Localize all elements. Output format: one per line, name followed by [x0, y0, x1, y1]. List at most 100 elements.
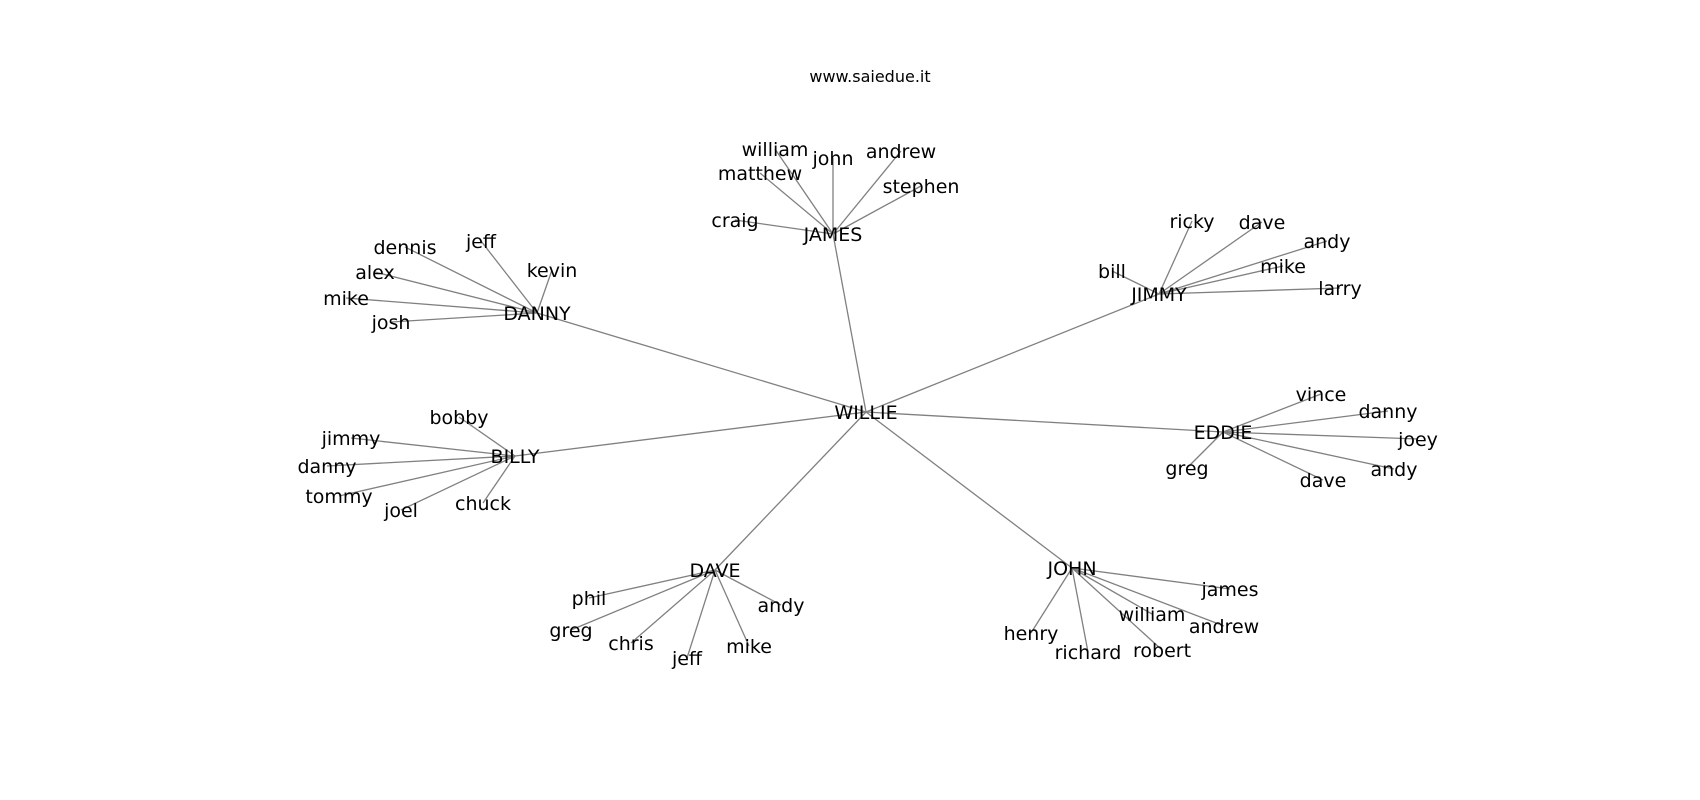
leaf-node-label-greg: greg [549, 620, 592, 642]
leaf-node-label-chuck: chuck [455, 493, 511, 515]
edge-root-dave [714, 411, 867, 571]
leaf-node-label-william: william [1119, 604, 1186, 626]
leaf-node-label-phil: phil [572, 588, 607, 610]
group-node-label-danny: DANNY [503, 303, 571, 325]
leaf-node-label-william: william [742, 139, 809, 161]
edge-billy-jimmy [350, 437, 516, 457]
edge-eddie-dave [1222, 431, 1324, 481]
leaf-node-label-jeff: jeff [671, 648, 703, 670]
edge-jimmy-dave [1158, 221, 1263, 295]
edge-james-william [774, 148, 834, 235]
edge-john-andrew [1071, 567, 1225, 627]
edge-eddie-greg [1186, 431, 1224, 469]
edge-root-billy [514, 411, 867, 457]
edge-billy-danny [326, 455, 516, 467]
leaf-node-label-andy: andy [758, 595, 805, 617]
edge-eddie-andy [1222, 431, 1395, 470]
group-node-label-jimmy: JIMMY [1130, 284, 1187, 306]
edge-john-robert [1071, 567, 1163, 651]
leaf-node-label-ricky: ricky [1169, 211, 1214, 233]
root-node-label: WILLIE [834, 402, 897, 424]
leaf-node-label-josh: josh [371, 312, 411, 334]
group-node-label-dave: DAVE [689, 560, 740, 582]
edge-danny-jeff [480, 240, 538, 314]
edge-jimmy-bill [1111, 270, 1160, 295]
leaf-node-label-greg: greg [1165, 458, 1208, 480]
leaf-node-label-kevin: kevin [527, 260, 578, 282]
leaf-node-label-andrew: andrew [866, 141, 936, 163]
edge-eddie-danny [1222, 410, 1389, 433]
edge-dave-jeff [686, 569, 716, 659]
leaf-node-label-andy: andy [1304, 231, 1351, 253]
leaf-node-label-matthew: matthew [718, 163, 802, 185]
leaf-node-label-danny: danny [297, 456, 356, 478]
leaf-node-label-james: james [1200, 579, 1258, 601]
edge-john-henry [1030, 567, 1073, 634]
leaf-node-label-tommy: tommy [305, 486, 372, 508]
leaf-node-label-jimmy: jimmy [321, 428, 381, 450]
leaf-node-label-larry: larry [1318, 278, 1361, 300]
edge-billy-joel [400, 455, 516, 511]
edge-dave-greg [570, 569, 716, 631]
group-node-label-james: JAMES [803, 224, 863, 246]
leaf-node-label-craig: craig [711, 210, 758, 232]
group-node-label-billy: BILLY [491, 446, 540, 468]
edge-jimmy-andy [1158, 240, 1328, 295]
edge-dave-phil [588, 569, 716, 599]
edge-dave-andy [714, 569, 782, 606]
leaf-node-label-john: john [812, 148, 854, 170]
edge-jimmy-mike [1158, 265, 1284, 295]
group-node-label-john: JOHN [1046, 558, 1096, 580]
edges-layer [326, 148, 1419, 659]
edge-root-jimmy [865, 293, 1160, 413]
leaf-node-label-mike: mike [1260, 256, 1306, 278]
edge-dave-chris [630, 569, 716, 644]
leaf-node-label-mike: mike [323, 288, 369, 310]
leaf-node-label-robert: robert [1133, 640, 1191, 662]
edge-jimmy-larry [1158, 287, 1341, 295]
edge-john-william [1071, 567, 1153, 615]
leaf-node-label-andrew: andrew [1189, 616, 1259, 638]
edge-danny-dennis [404, 246, 538, 314]
edge-james-andrew [832, 150, 902, 235]
leaf-node-label-dennis: dennis [373, 237, 436, 259]
edge-billy-bobby [458, 416, 516, 457]
edge-billy-tommy [338, 455, 516, 497]
edge-danny-mike [345, 297, 538, 314]
edge-danny-kevin [536, 269, 553, 314]
leaf-node-label-joel: joel [383, 500, 418, 522]
leaf-node-label-henry: henry [1004, 623, 1059, 645]
leaf-node-label-bill: bill [1098, 261, 1126, 283]
edge-billy-chuck [482, 455, 516, 504]
leaf-node-label-mike: mike [726, 636, 772, 658]
edge-root-james [832, 233, 867, 413]
diagram-title: www.saiedue.it [809, 67, 930, 86]
edge-root-eddie [865, 411, 1224, 433]
leaf-node-label-andy: andy [1371, 459, 1418, 481]
edge-john-james [1071, 567, 1231, 590]
leaf-node-label-vince: vince [1296, 384, 1347, 406]
edge-danny-alex [374, 271, 538, 314]
edge-john-richard [1071, 567, 1089, 653]
leaf-node-label-joey: joey [1397, 429, 1438, 451]
leaf-node-label-jeff: jeff [465, 231, 497, 253]
leaf-node-label-richard: richard [1055, 642, 1122, 664]
leaf-node-label-alex: alex [355, 262, 395, 284]
edge-jimmy-ricky [1158, 220, 1193, 295]
edge-danny-josh [390, 312, 538, 323]
leaf-node-label-stephen: stephen [883, 176, 960, 198]
leaf-node-label-chris: chris [608, 633, 653, 655]
leaf-node-label-danny: danny [1358, 401, 1417, 423]
leaf-node-label-bobby: bobby [429, 407, 488, 429]
group-node-label-eddie: EDDIE [1194, 422, 1253, 444]
edge-eddie-joey [1222, 431, 1419, 440]
edge-james-stephen [832, 185, 922, 235]
edge-james-matthew [759, 172, 834, 235]
edge-root-danny [536, 312, 867, 413]
edge-james-craig [734, 219, 834, 235]
leaf-node-label-dave: dave [1300, 470, 1347, 492]
edge-eddie-vince [1222, 393, 1322, 433]
edge-dave-mike [714, 569, 750, 647]
